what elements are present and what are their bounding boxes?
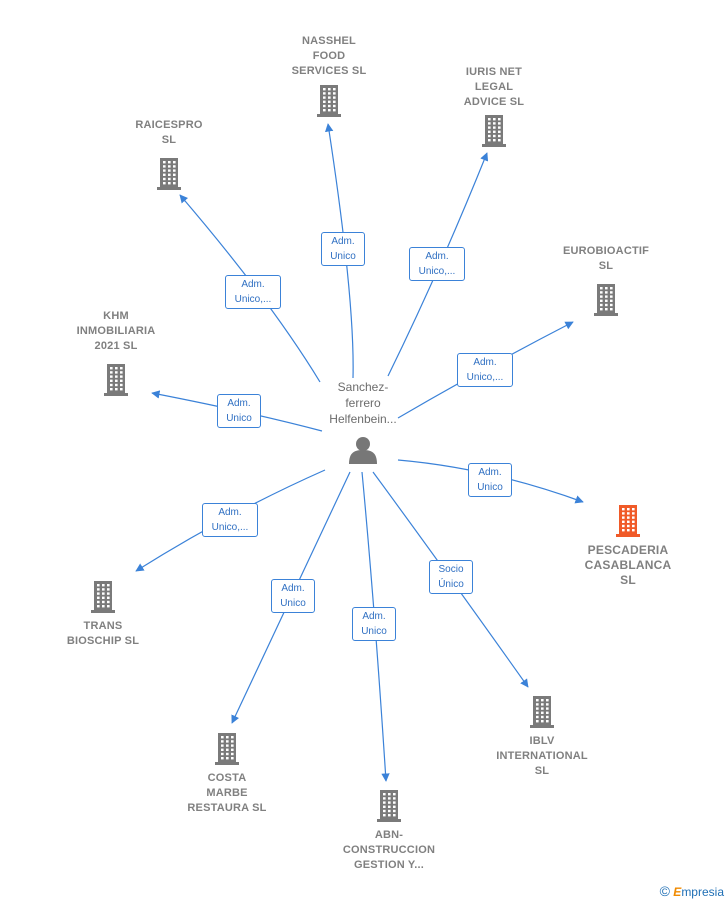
edge-label-pescaderia[interactable]: Adm. Unico — [468, 463, 512, 497]
edge-label-trans[interactable]: Adm. Unico,... — [202, 503, 258, 537]
building-icon[interactable] — [91, 581, 115, 613]
edge-label-khm[interactable]: Adm. Unico — [217, 394, 261, 428]
company-label-nasshel[interactable]: NASSHEL FOOD SERVICES SL — [291, 35, 367, 77]
building-icon[interactable] — [482, 115, 506, 147]
company-label-abn[interactable]: ABN- CONSTRUCCION GESTION Y... — [342, 829, 436, 871]
brand-initial: E — [673, 885, 682, 899]
company-label-iblv[interactable]: IBLV INTERNATIONAL SL — [496, 735, 588, 777]
company-label-pescaderia[interactable]: PESCADERIA CASABLANCA SL — [584, 543, 672, 587]
copyright-icon: © — [659, 883, 670, 899]
building-icon[interactable] — [157, 158, 181, 190]
center-person-label[interactable]: Sanchez- ferrero Helfenbein... — [329, 380, 397, 426]
edge-label-iblv[interactable]: Socio Único — [429, 560, 473, 594]
building-icon[interactable] — [215, 733, 239, 765]
edge-label-raicespro[interactable]: Adm. Unico,... — [225, 275, 281, 309]
person-icon[interactable] — [349, 437, 377, 464]
building-icon[interactable] — [317, 85, 341, 117]
edge-label-costa[interactable]: Adm. Unico — [271, 579, 315, 613]
company-label-raicespro[interactable]: RAICESPRO SL — [135, 119, 203, 146]
edge-label-eurobioactif[interactable]: Adm. Unico,... — [457, 353, 513, 387]
company-label-eurobioactif[interactable]: EUROBIOACTIF SL — [562, 245, 650, 272]
company-label-costa[interactable]: COSTA MARBE RESTAURA SL — [187, 772, 267, 814]
edge-nasshel — [324, 123, 354, 379]
building-icon[interactable] — [377, 790, 401, 822]
building-icon[interactable] — [104, 364, 128, 396]
brand-name: mpresia — [681, 885, 724, 899]
building-icon[interactable] — [594, 284, 618, 316]
company-label-iuris[interactable]: IURIS NET LEGAL ADVICE SL — [463, 66, 525, 108]
company-label-trans[interactable]: TRANS BIOSCHIP SL — [66, 620, 140, 647]
edge-label-iuris[interactable]: Adm. Unico,... — [409, 247, 465, 281]
edge-label-nasshel[interactable]: Adm. Unico — [321, 232, 365, 266]
footer-brand: © Empresia — [660, 883, 724, 899]
building-icon[interactable] — [530, 696, 554, 728]
company-label-khm[interactable]: KHM INMOBILIARIA 2021 SL — [76, 310, 156, 352]
edge-label-abn[interactable]: Adm. Unico — [352, 607, 396, 641]
building-icon[interactable] — [616, 505, 640, 537]
